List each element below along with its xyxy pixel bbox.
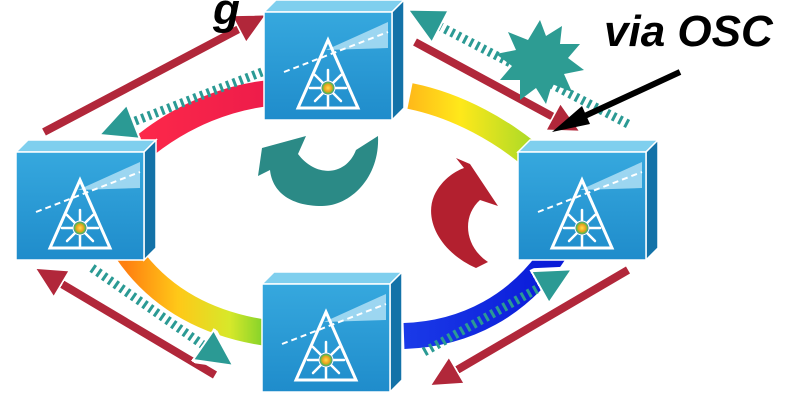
rotate-cw-icon — [431, 158, 498, 268]
optical-node-top — [262, 0, 406, 122]
arrow-red-top-left — [42, 20, 256, 136]
annotation-pointer-line — [574, 69, 682, 123]
arrow-dotted-bottom-left — [89, 264, 222, 358]
optical-node-left — [14, 138, 158, 262]
optical-node-bottom — [260, 270, 404, 394]
ring-arc-bottom-left — [115, 242, 276, 347]
rotate-ccw-icon — [258, 136, 379, 206]
arrow-dotted-top-left — [112, 67, 264, 130]
arrow-red-bottom-right — [440, 266, 631, 380]
fault-burst-icon — [496, 20, 584, 104]
arrow-dotted-bottom-right — [421, 276, 560, 356]
title-fragment: g — [212, 0, 240, 34]
via-osc-label: via OSC — [604, 7, 774, 56]
optical-node-right — [516, 138, 660, 262]
annotation-pointer-head — [552, 106, 590, 132]
arrow-red-top-right — [413, 38, 570, 126]
arrow-red-bottom-left — [45, 274, 218, 379]
